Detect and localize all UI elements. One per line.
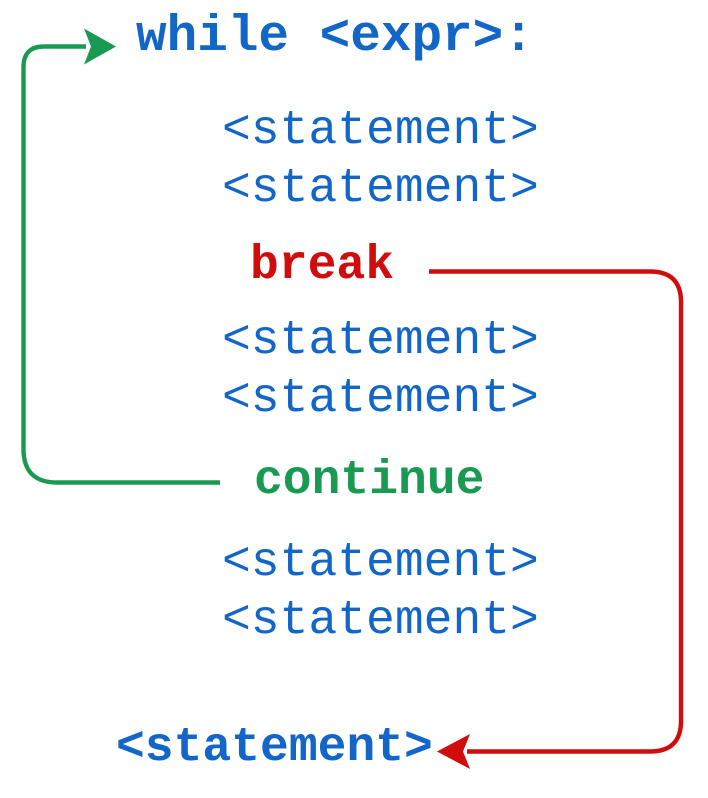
code-line-statement-after-loop: <statement> — [116, 721, 433, 775]
continue-loop-arrow — [21, 28, 220, 485]
code-line-statement: <statement> — [222, 536, 539, 590]
break-exit-arrow-line — [429, 269, 684, 754]
break-exit-arrow — [429, 269, 684, 769]
code-line-statement: <statement> — [222, 314, 539, 368]
code-line-break-keyword: break — [250, 239, 395, 293]
code-line-statement: <statement> — [222, 594, 539, 648]
continue-loop-arrowhead-icon — [84, 28, 116, 65]
continue-loop-arrow-line — [21, 44, 220, 485]
code-line-while-header: while <expr>: — [136, 9, 534, 66]
code-line-statement: <statement> — [222, 372, 539, 426]
break-exit-arrowhead-icon — [437, 734, 470, 769]
code-line-statement: <statement> — [222, 162, 539, 216]
code-line-continue-keyword: continue — [254, 454, 485, 508]
code-line-statement: <statement> — [222, 104, 539, 158]
